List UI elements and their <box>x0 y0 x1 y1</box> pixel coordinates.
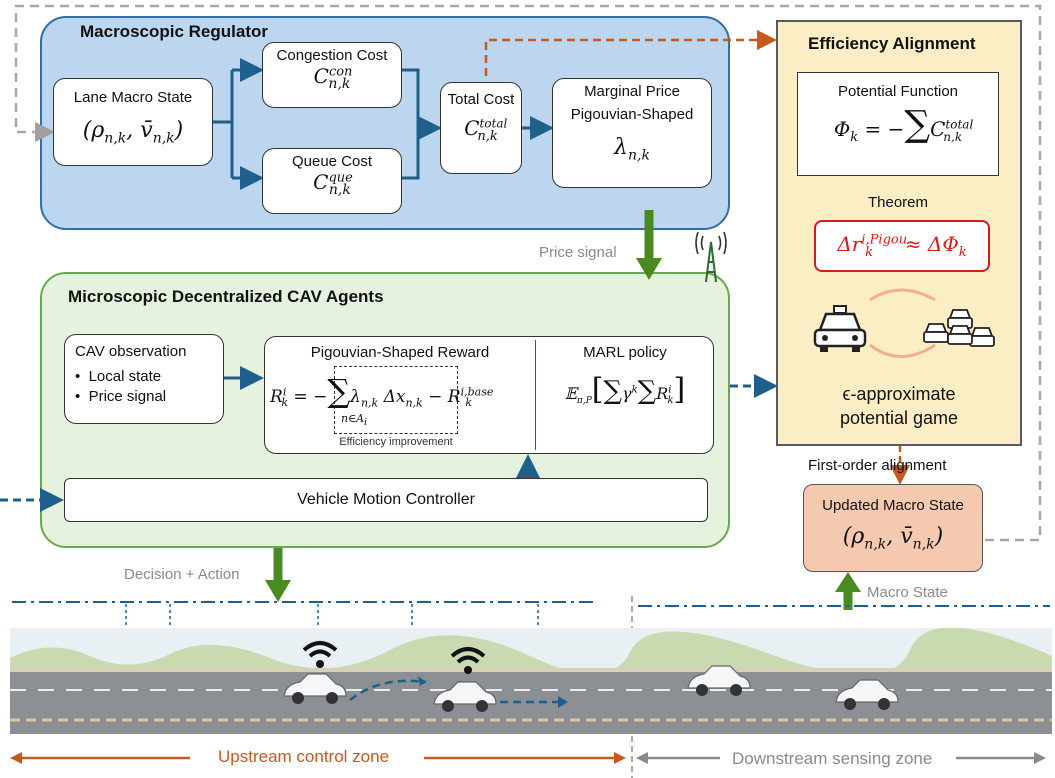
theorem-box: Δri,Pigouk ≈ ΔΦk <box>814 220 990 272</box>
reward-policy-divider <box>535 340 536 450</box>
reward-title: Pigouvian-Shaped Reward <box>310 344 490 361</box>
vehicle-motion-controller-label: Vehicle Motion Controller <box>297 491 475 508</box>
upstream-zone-label: Upstream control zone <box>218 747 390 766</box>
reward-sum-index: n∈Ai <box>340 412 368 429</box>
macro-state-label: Macro State <box>867 584 948 601</box>
obs-item-local-state: • Local state <box>75 368 162 385</box>
theorem-formula: Δri,Pigouk ≈ ΔΦk <box>837 232 967 260</box>
approx-game-line2: potential game <box>839 408 959 428</box>
lane-macro-state-box: Lane Macro State (ρn,k, v̄n,k) <box>53 78 213 166</box>
reward-policy-box <box>264 336 714 454</box>
updated-macro-state-formula: (ρn,k, v̄n,k) <box>842 524 944 553</box>
congestion-cost-formula: Cconn,k <box>313 64 353 92</box>
lane-macro-state-formula: (ρn,k, v̄n,k) <box>82 118 184 147</box>
reward-formula: Rik = −∑λn,k Δxn,k − Ri,basek <box>270 372 494 410</box>
zone-arrows <box>10 752 1046 764</box>
car-group-icon <box>923 309 995 347</box>
theorem-label: Theorem <box>867 194 929 211</box>
total-cost-formula: Ctotaln,k <box>464 116 508 144</box>
first-order-alignment-label: First-order alignment <box>808 457 947 474</box>
car-2 <box>433 681 497 712</box>
queue-cost-formula: Cquen,k <box>313 170 353 198</box>
updated-macro-state-label: Updated Macro State <box>822 497 964 514</box>
congestion-cost-label: Congestion Cost <box>276 47 388 64</box>
potential-function-label: Potential Function <box>837 83 959 100</box>
efficiency-improvement-note: Efficiency improvement <box>339 436 453 448</box>
decision-action-label: Decision + Action <box>124 566 240 583</box>
lane-macro-state-label: Lane Macro State <box>73 89 193 106</box>
marginal-price-label: Marginal Price <box>584 83 680 100</box>
macro-feedback-loop <box>14 4 1042 542</box>
marl-policy-formula: 𝔼π,P[∑γk∑Rik] <box>564 372 686 407</box>
efficiency-improvement-dashed-box <box>334 366 458 434</box>
cav-observation-title: CAV observation <box>75 343 187 360</box>
approx-game-line1: ϵ-approximate <box>842 384 956 404</box>
queue-cost-label: Queue Cost <box>291 153 373 170</box>
macro-title: Macroscopic Regulator <box>80 22 268 41</box>
trajectory-arrows <box>349 676 568 708</box>
pigouvian-shaped-label: Pigouvian-Shaped <box>570 106 694 123</box>
wifi-icon <box>302 641 338 668</box>
potential-function-formula: Φk = −∑Ctotaln,k <box>833 104 974 145</box>
total-cost-box: Total Cost Ctotaln,k <box>440 82 522 174</box>
queue-cost-box: Queue Cost Cquen,k <box>262 148 402 214</box>
micro-title: Microscopic Decentralized CAV Agents <box>68 287 384 306</box>
downstream-zone-label: Downstream sensing zone <box>732 749 933 768</box>
total-cost-label: Total Cost <box>447 91 515 108</box>
cav-observation-box: CAV observation • Local state • Price si… <box>64 334 224 424</box>
vehicle-motion-controller-box: Vehicle Motion Controller <box>64 478 708 522</box>
efficiency-title: Efficiency Alignment <box>808 34 976 53</box>
car-1 <box>283 673 347 704</box>
marginal-price-formula: λn,k <box>614 135 650 164</box>
wifi-icon <box>450 647 486 674</box>
marginal-price-box: Marginal Price Pigouvian-Shaped λn,k <box>552 78 712 188</box>
marl-policy-title: MARL policy <box>583 344 667 361</box>
congestion-cost-box: Congestion Cost Cconn,k <box>262 42 402 108</box>
potential-function-box: Potential Function Φk = −∑Ctotaln,k <box>797 72 999 176</box>
car-3 <box>687 665 751 696</box>
price-signal-label: Price signal <box>539 244 617 261</box>
car-front-icon <box>813 305 867 352</box>
car-4 <box>835 679 899 710</box>
obs-item-price-signal: • Price signal <box>75 388 167 405</box>
updated-macro-state-box: Updated Macro State (ρn,k, v̄n,k) <box>803 484 983 572</box>
